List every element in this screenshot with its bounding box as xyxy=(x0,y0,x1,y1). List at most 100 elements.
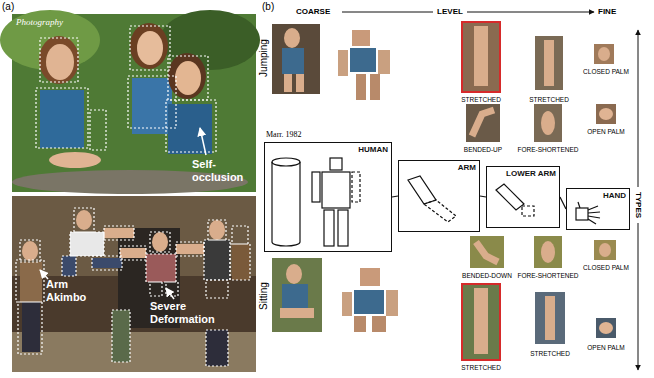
part-thumb xyxy=(535,36,563,90)
part-type-label: CLOSED PALM xyxy=(581,68,631,76)
part-box xyxy=(206,330,228,366)
panel-label: (a) xyxy=(2,1,24,13)
head xyxy=(46,44,74,80)
dress xyxy=(282,48,304,74)
dress xyxy=(40,90,84,148)
leader-arrow xyxy=(200,128,206,155)
part-box xyxy=(90,110,106,150)
cylinder xyxy=(299,162,300,242)
head xyxy=(76,210,92,230)
part-type-label: STRETCHED xyxy=(520,350,580,358)
leg xyxy=(284,74,292,92)
part-box xyxy=(20,240,40,262)
part-type-label: FORE-SHORTENED xyxy=(515,272,581,280)
level-axis xyxy=(342,12,594,13)
panel-label: (b) xyxy=(262,1,284,13)
photo-background xyxy=(12,196,256,372)
part-box xyxy=(18,302,42,354)
part-box xyxy=(92,256,122,270)
part-thumb xyxy=(356,74,366,100)
part-box xyxy=(204,240,230,280)
part-thumb xyxy=(596,104,616,124)
stick-head xyxy=(330,158,342,170)
limb xyxy=(474,288,488,354)
photo xyxy=(272,24,320,94)
part-box xyxy=(230,244,250,280)
callout-text: Arm Akimbo xyxy=(46,278,108,304)
lower-arm xyxy=(424,200,456,222)
upper-arm xyxy=(408,176,436,204)
arm xyxy=(104,228,134,238)
dress xyxy=(168,104,212,154)
head xyxy=(137,31,163,65)
watermark: Photography xyxy=(16,17,88,28)
stick-torso xyxy=(322,172,350,208)
level-box: HUMAN xyxy=(264,142,392,252)
part-type-label: BENDED-UP xyxy=(458,146,508,154)
head xyxy=(152,232,168,252)
part-thumb xyxy=(462,22,500,92)
hand xyxy=(598,47,610,61)
part-box xyxy=(40,38,78,82)
highlight-box xyxy=(462,284,500,360)
cylinder xyxy=(272,158,300,166)
body xyxy=(204,240,230,280)
head xyxy=(286,264,302,284)
legs xyxy=(206,330,228,366)
arm xyxy=(176,244,204,254)
part-box xyxy=(150,282,162,296)
hand xyxy=(599,108,613,120)
part-box xyxy=(70,232,104,256)
legs xyxy=(280,308,314,318)
part-thumb xyxy=(535,292,565,344)
part-thumb xyxy=(338,50,348,76)
part-thumb xyxy=(370,74,380,100)
part-thumb xyxy=(372,316,386,332)
box-heading: HAND xyxy=(567,189,629,200)
palm xyxy=(576,208,588,220)
limb xyxy=(472,110,494,136)
part-type-label: OPEN PALM xyxy=(581,344,631,352)
legs xyxy=(22,302,40,352)
forearm xyxy=(496,184,524,210)
part-thumb xyxy=(360,268,380,286)
part-thumb xyxy=(354,316,366,332)
leader-arrow xyxy=(166,288,174,299)
part-type-label: CLOSED PALM xyxy=(581,264,631,272)
leader-arrow xyxy=(40,270,48,279)
part-thumb xyxy=(378,50,390,74)
part-box xyxy=(146,254,176,282)
part-thumb xyxy=(594,240,616,260)
axis-title: LEVEL xyxy=(433,7,467,17)
limb xyxy=(544,40,554,86)
axis-end-label: COARSE xyxy=(296,7,340,17)
level-box: LOWER ARM xyxy=(486,166,560,228)
dress xyxy=(282,284,308,308)
part-box xyxy=(112,310,130,362)
leg xyxy=(296,74,304,92)
part-thumb xyxy=(466,104,500,142)
part-box xyxy=(176,242,204,256)
limb xyxy=(545,296,555,340)
part-type-label: STRETCHED xyxy=(451,364,511,372)
legs xyxy=(49,152,101,168)
part-thumb xyxy=(350,48,376,72)
part-box xyxy=(130,26,170,70)
part-box xyxy=(232,226,248,244)
body xyxy=(70,232,104,256)
part-type-label: BENDED-DOWN xyxy=(460,272,514,280)
part-box xyxy=(120,246,146,260)
part-box xyxy=(206,280,228,298)
hand xyxy=(599,243,611,257)
head xyxy=(22,241,38,261)
part-thumb xyxy=(462,284,500,360)
callout-text: Severe Deformation xyxy=(150,300,246,326)
hair xyxy=(130,23,168,69)
axis-title: TYPES xyxy=(633,187,643,223)
part-box xyxy=(128,76,176,128)
body xyxy=(146,254,176,282)
head xyxy=(209,220,225,240)
part-thumb xyxy=(354,290,384,314)
